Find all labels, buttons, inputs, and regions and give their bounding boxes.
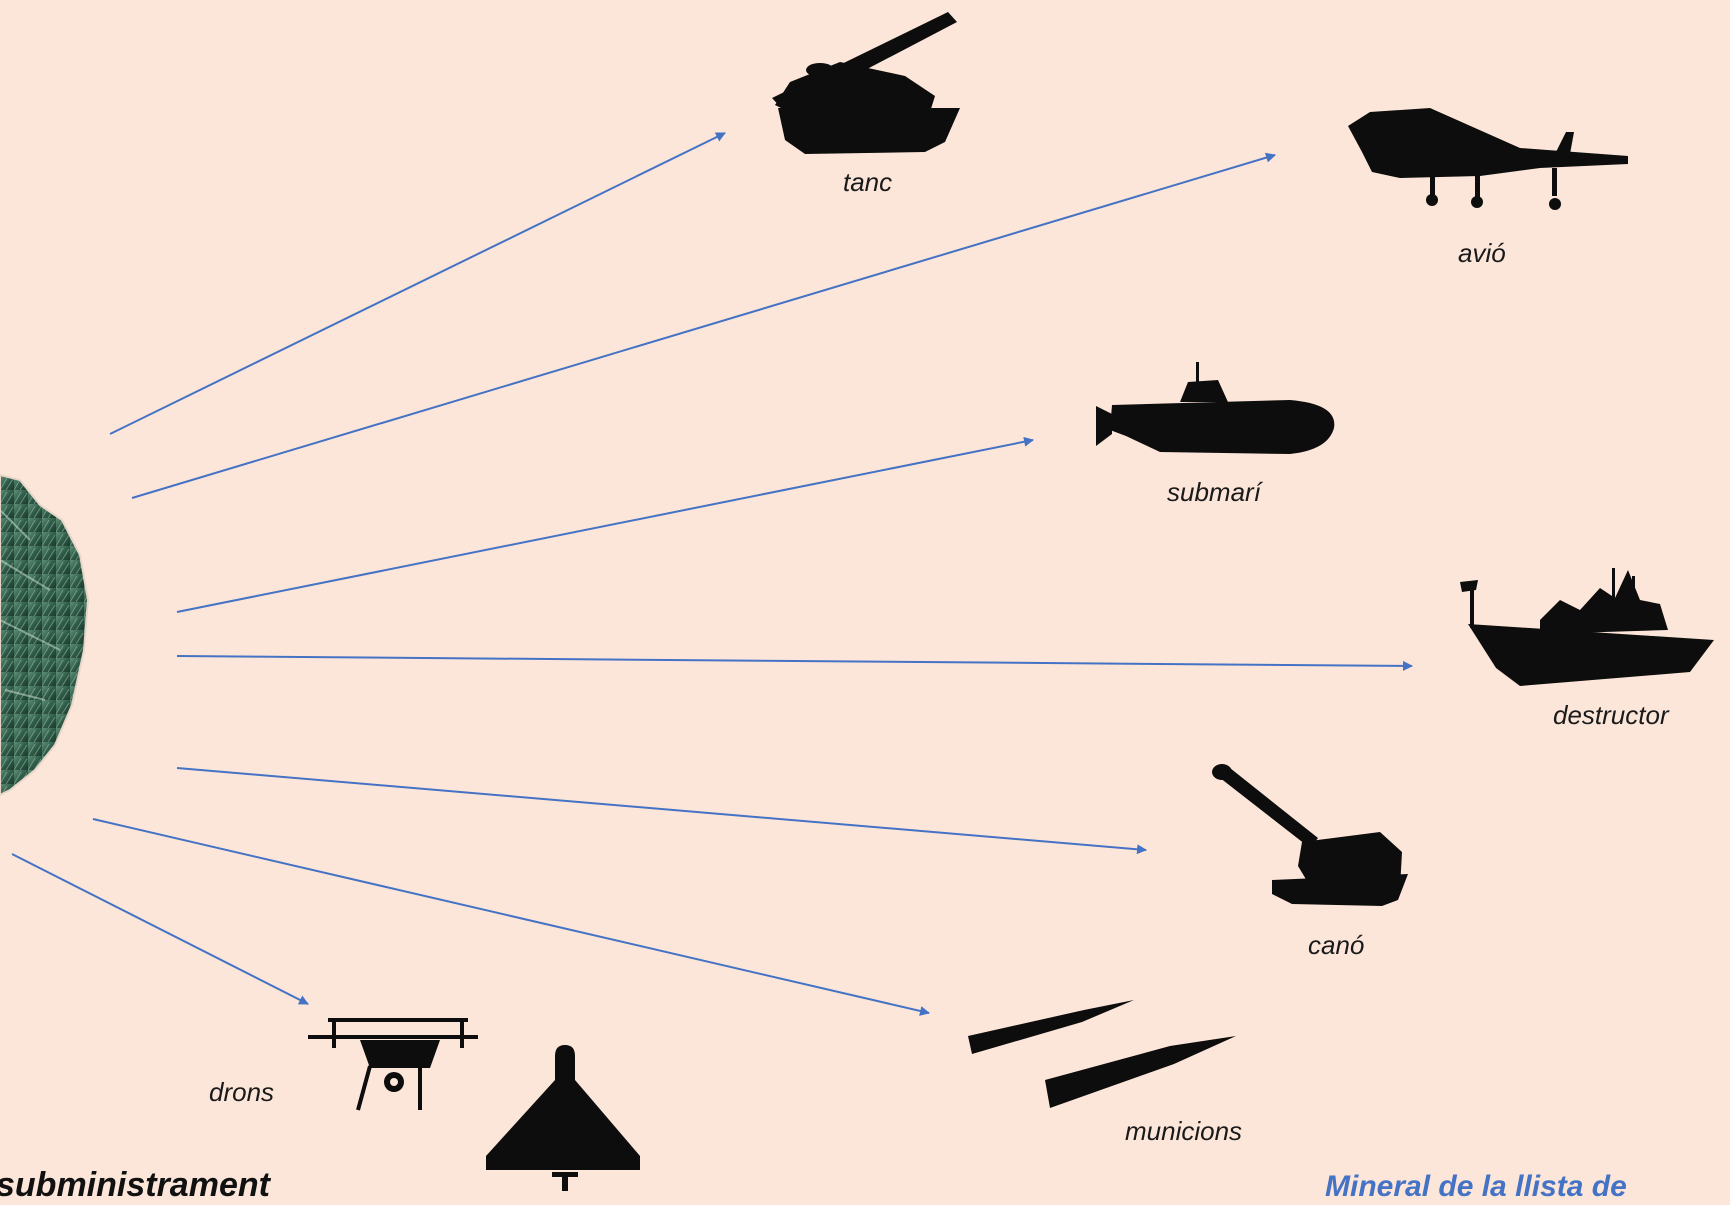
submarine-icon [1096,362,1335,454]
label-tank: tanc [843,167,893,197]
fighter-jet-icon [1348,108,1628,210]
arrow-to-cannon [176,767,1147,855]
mineral-rock-icon [0,473,90,797]
howitzer-cannon-icon [1212,764,1408,906]
delta-drone-icon [486,1045,640,1191]
label-destroyer: destructor [1553,700,1669,730]
destroyer-ship-icon [1460,568,1714,686]
caption-mineral-list: Mineral de la llista de [1325,1170,1627,1203]
label-ammunition: municions [1125,1116,1243,1146]
label-drones: drons [209,1077,275,1107]
ammunition-icon [968,1000,1236,1108]
label-plane: avió [1458,238,1506,268]
arrow-to-tank [109,132,726,435]
arrow-to-plane [131,152,1276,499]
quadcopter-drone-icon [308,1018,478,1111]
arrow-to-ammunition [92,818,930,1016]
label-submarine: submarí [1167,477,1261,507]
arrow-to-drones [11,853,309,1005]
tank-icon [772,12,960,154]
arrow-to-destroyer [176,655,1413,671]
arrow-to-submarine [176,436,1034,613]
supply-arrows [11,132,1413,1016]
label-cannon: canó [1308,930,1365,960]
caption-supply: subministrament [0,1166,270,1204]
